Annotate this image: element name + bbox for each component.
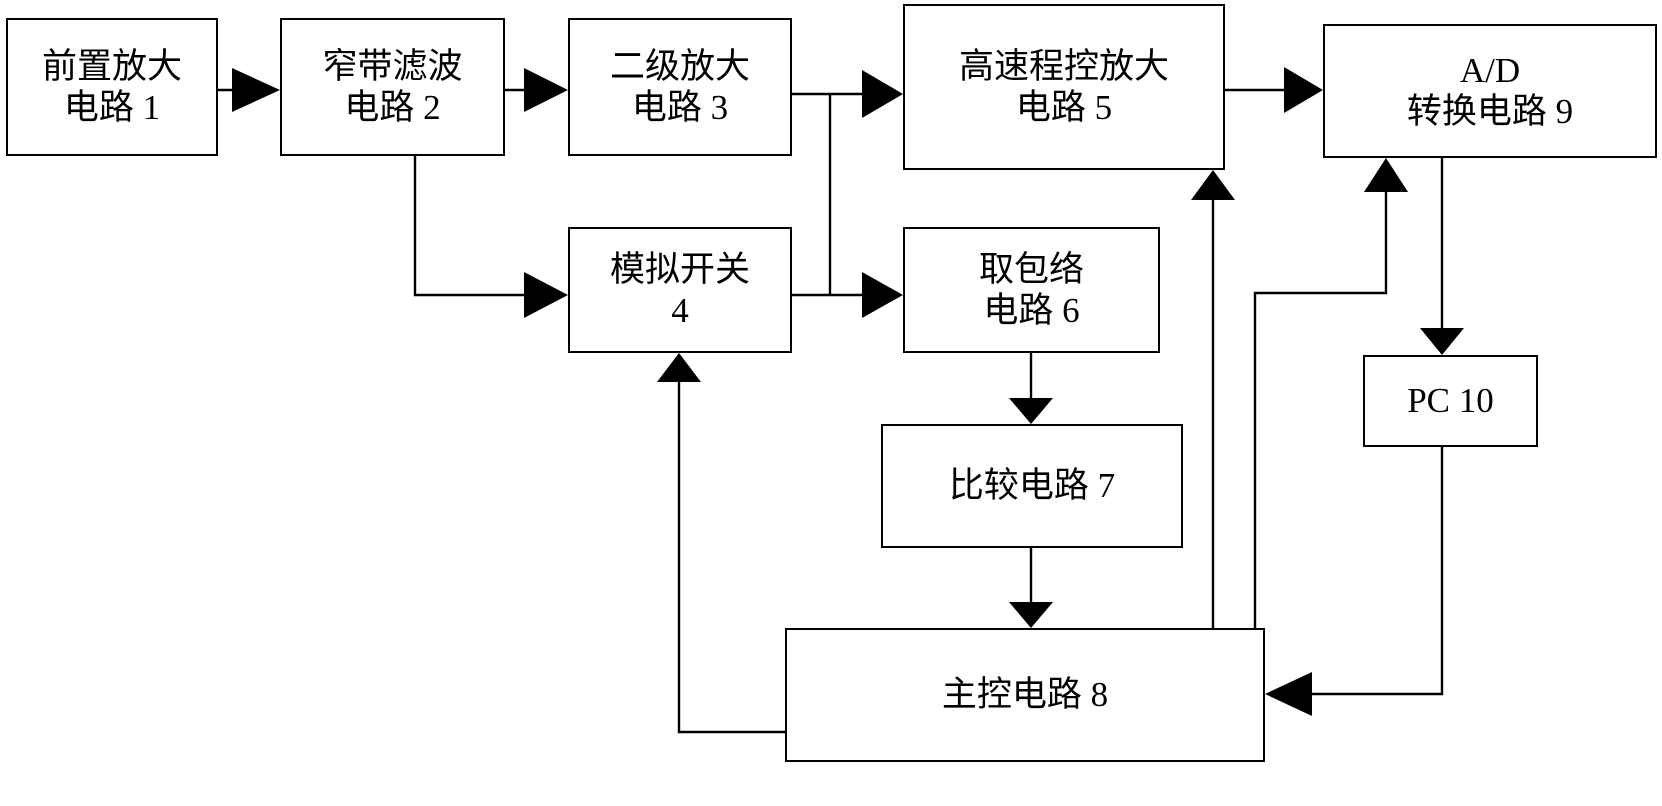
arrowhead-icon <box>1284 67 1323 113</box>
block-label: 前置放大 电路 1 <box>41 46 182 127</box>
block-label: PC 10 <box>1407 381 1494 421</box>
block-label: 模拟开关 4 <box>609 249 750 330</box>
block-main-control-circuit-8[interactable]: 主控电路 8 <box>785 628 1265 762</box>
wire-preamp-to-narrowband <box>218 68 280 112</box>
block-label: 窄带滤波 电路 2 <box>322 46 463 127</box>
wire-secondstage-to-pga <box>792 70 903 295</box>
wire-maincontrol-to-analogswitch <box>657 353 785 734</box>
arrowhead-icon <box>1364 158 1408 192</box>
block-envelope-detection-circuit-6[interactable]: 取包络 电路 6 <box>903 227 1160 353</box>
wire-pga-to-adc <box>1225 67 1323 113</box>
block-high-speed-pga-circuit-5[interactable]: 高速程控放大 电路 5 <box>903 4 1225 170</box>
block-label: 比较电路 7 <box>948 466 1116 506</box>
block-label: 主控电路 8 <box>941 675 1109 715</box>
arrowhead-icon <box>1265 672 1312 716</box>
wire-narrowband-to-secondstage <box>505 68 568 112</box>
wire-adc-to-pc <box>1420 158 1464 355</box>
wire-comparator-to-maincontrol <box>1009 548 1053 628</box>
block-label: 取包络 电路 6 <box>978 249 1084 330</box>
block-label: A/D 转换电路 9 <box>1406 50 1574 131</box>
wire-maincontrol-to-pga <box>1191 170 1235 628</box>
wire-envelope-to-comparator <box>1009 353 1053 424</box>
arrowhead-icon <box>232 68 280 112</box>
block-pc-10[interactable]: PC 10 <box>1363 355 1538 447</box>
arrowhead-icon <box>862 272 903 318</box>
block-comparator-circuit-7[interactable]: 比较电路 7 <box>881 424 1183 548</box>
arrowhead-icon <box>657 353 701 382</box>
block-second-stage-amplifier-circuit-3[interactable]: 二级放大 电路 3 <box>568 18 792 156</box>
arrowhead-icon <box>524 272 568 318</box>
arrowhead-icon <box>1191 170 1235 200</box>
block-analog-switch-4[interactable]: 模拟开关 4 <box>568 227 792 353</box>
arrowhead-icon <box>1009 602 1053 628</box>
block-label: 二级放大 电路 3 <box>609 46 750 127</box>
arrowhead-icon <box>524 68 568 112</box>
block-ad-conversion-circuit-9[interactable]: A/D 转换电路 9 <box>1323 24 1657 158</box>
arrowhead-icon <box>1009 398 1053 424</box>
wire-analogswitch-to-envelope <box>792 272 903 318</box>
block-label: 高速程控放大 电路 5 <box>958 46 1169 127</box>
wire-narrowband-to-analogswitch <box>413 156 568 318</box>
block-preamp-circuit-1[interactable]: 前置放大 电路 1 <box>6 18 218 156</box>
arrowhead-icon <box>1420 328 1464 355</box>
block-narrowband-filter-circuit-2[interactable]: 窄带滤波 电路 2 <box>280 18 505 156</box>
wire-pc-to-maincontrol <box>1265 447 1444 716</box>
arrowhead-icon <box>862 70 903 118</box>
